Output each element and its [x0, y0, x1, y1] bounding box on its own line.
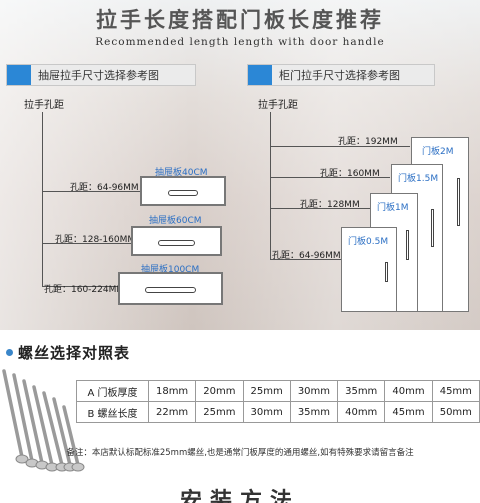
cabinet-spacing-4: 孔距：64-96MM — [272, 251, 341, 261]
drawer-100cm — [118, 272, 223, 305]
drawer-handle — [168, 189, 198, 196]
table-cell: 45mm — [431, 380, 480, 402]
door-handle — [457, 178, 460, 226]
table-cell: 30mm — [242, 401, 291, 423]
cabinet-line-3 — [270, 208, 370, 209]
table-cell: 22mm — [147, 401, 197, 423]
drawer-line-1 — [42, 191, 142, 192]
section-marker-icon — [248, 65, 272, 85]
cabinet-spacing-heading: 拉手孔距 — [258, 100, 298, 111]
page-subtitle: Recommended length length with door hand… — [95, 36, 385, 48]
table-cell: 40mm — [337, 401, 386, 423]
cabinet-spacing-3: 孔距：128MM — [300, 200, 360, 210]
drawer-name-3: 抽屉板100CM — [141, 265, 200, 275]
section-marker-icon — [7, 65, 31, 85]
row-b-label: B 螺丝长度 — [76, 401, 149, 423]
screw-section-title: 螺丝选择对照表 — [18, 344, 131, 362]
drawer-line-3 — [42, 286, 120, 287]
table-cell: 20mm — [195, 380, 244, 402]
drawer-spacing-3: 孔距：160-224MM — [44, 285, 125, 295]
drawer-vertical-line — [42, 112, 43, 286]
cabinet-section-title: 柜门拉手尺寸选择参考图 — [279, 69, 400, 82]
table-cell: 18mm — [147, 380, 197, 402]
door-handle — [385, 262, 388, 282]
door-handle — [431, 209, 434, 247]
drawer-handle — [158, 239, 195, 246]
door-handle — [406, 230, 409, 260]
table-cell: 25mm — [195, 401, 244, 423]
cabinet-spacing-2: 孔距：160MM — [320, 169, 380, 179]
table-cell: 30mm — [289, 380, 339, 402]
drawer-spacing-1: 孔距：64-96MM — [70, 183, 139, 193]
drawer-name-1: 抽屉板40CM — [155, 168, 208, 178]
bullet-dot-icon — [6, 349, 13, 356]
drawer-section-header: 抽屉拉手尺寸选择参考图 — [6, 64, 196, 86]
drawer-line-2 — [42, 243, 132, 244]
cabinet-line-4 — [270, 259, 342, 260]
drawer-handle — [145, 287, 196, 294]
door-label-0-5m: 门板0.5M — [348, 237, 389, 247]
screw-comparison-table: A 门板厚度 18mm 20mm 25mm 30mm 35mm 40mm 45m… — [76, 380, 480, 423]
table-row: B 螺丝长度 22mm 25mm 30mm 35mm 40mm 45mm 50m… — [76, 401, 480, 423]
door-label-1m: 门板1M — [377, 203, 409, 213]
drawer-section-title: 抽屉拉手尺寸选择参考图 — [38, 69, 159, 82]
table-cell: 45mm — [384, 401, 433, 423]
door-label-2m: 门板2M — [422, 147, 454, 157]
drawer-spacing-2: 孔距：128-160MM — [55, 235, 136, 245]
drawer-40cm — [140, 176, 226, 206]
drawer-spacing-heading: 拉手孔距 — [24, 100, 64, 111]
table-cell: 40mm — [384, 380, 433, 402]
next-section-title: 安装方法 — [179, 489, 300, 503]
drawer-name-2: 抽屉板60CM — [149, 216, 202, 226]
cabinet-line-2 — [270, 177, 390, 178]
drawer-60cm — [131, 226, 222, 256]
door-0-5m: 门板0.5M — [341, 227, 397, 312]
table-row: A 门板厚度 18mm 20mm 25mm 30mm 35mm 40mm 45m… — [76, 380, 480, 402]
cabinet-spacing-1: 孔距：192MM — [338, 137, 398, 147]
cabinet-section-header: 柜门拉手尺寸选择参考图 — [247, 64, 435, 86]
table-cell: 35mm — [337, 380, 386, 402]
cabinet-vertical-line — [270, 112, 271, 260]
screws-illustration — [2, 369, 85, 472]
cabinet-line-1 — [270, 146, 410, 147]
page-title: 拉手长度搭配门板长度推荐 — [96, 7, 384, 32]
door-label-1-5m: 门板1.5M — [398, 174, 439, 184]
table-cell: 50mm — [431, 401, 480, 423]
table-cell: 25mm — [242, 380, 291, 402]
screw-note: 备注：本店默认标配标准25mm螺丝,也是通常门板厚度的通用螺丝,如有特殊要求请留… — [66, 448, 414, 458]
row-a-label: A 门板厚度 — [76, 380, 149, 402]
table-cell: 35mm — [289, 401, 339, 423]
